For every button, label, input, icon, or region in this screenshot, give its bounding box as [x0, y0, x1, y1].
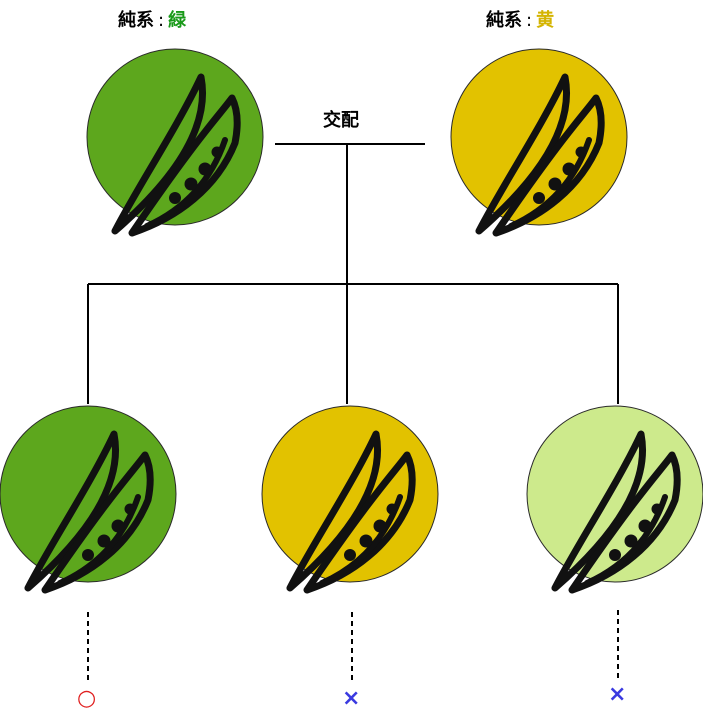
parent-yellow-lineage: 純系: [486, 10, 522, 31]
parent-green-label: 純系:緑: [118, 10, 187, 31]
offspring-green-pea: [0, 405, 177, 590]
parent-yellow-color-name: 黄: [536, 10, 555, 31]
parent-green-color-name: 緑: [168, 10, 187, 31]
parent-green-pea: [86, 48, 264, 233]
offspring-yellow-pea: [261, 405, 439, 590]
result-mark-lightgreen: ×: [608, 682, 627, 707]
dashed-lines: [87, 610, 619, 680]
parent-yellow-pea: [450, 48, 628, 233]
result-mark-green: ○: [77, 686, 97, 711]
parent-yellow-label: 純系:黄: [486, 10, 555, 31]
cross-label: 交配: [323, 110, 359, 131]
parent-green-lineage: 純系: [118, 10, 154, 31]
offspring-lightgreen-pea: [526, 405, 703, 590]
connector-lines: [87, 143, 619, 404]
result-mark-yellow: ×: [342, 686, 361, 711]
